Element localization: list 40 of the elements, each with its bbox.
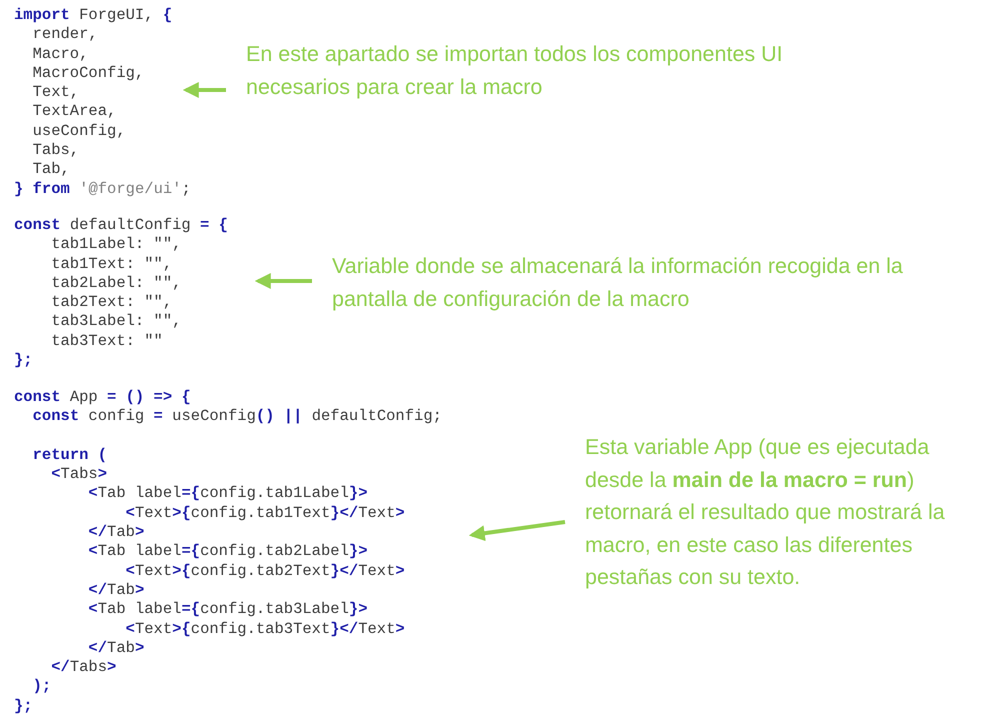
code-line: Tab, xyxy=(32,160,70,180)
code-line: <Tabs> xyxy=(50,465,108,484)
code-line: </Tab> xyxy=(87,638,144,658)
code-line: ); xyxy=(32,677,52,697)
code-line: const defaultConfig = { xyxy=(14,216,228,236)
code-line: Macro, xyxy=(32,44,88,64)
code-line: render, xyxy=(32,25,98,45)
code-line: </Tabs> xyxy=(50,658,116,678)
code-line: useConfig, xyxy=(32,122,126,142)
code-line: } from '@forge/ui'; xyxy=(14,180,191,199)
annotation-text: En este apartado se importan todos los componentes UI necesarios para crear la macro xyxy=(246,41,784,100)
code-line: tab1Label: "", xyxy=(50,235,182,255)
code-line: }; xyxy=(14,351,33,370)
code-line: Text, xyxy=(32,83,80,102)
code-line: <Tab label={config.tab3Label}> xyxy=(87,600,368,620)
code-line: tab2Text: "", xyxy=(50,293,172,312)
code-line: const App = () => { xyxy=(14,388,191,408)
code-line: <Tab label={config.tab2Label}> xyxy=(87,542,368,562)
code-line: tab3Label: "", xyxy=(50,312,182,332)
code-line: <Text>{config.tab3Text}</Text> xyxy=(124,620,405,639)
code-line: tab1Text: "", xyxy=(50,254,172,274)
annotation-text: Esta variable App (que es ejecutada desde la main de la macro = run) retornará el resultado que mostrará la macro, en este caso las diferentes pestañas con su texto. xyxy=(585,434,946,591)
code-line: TextArea, xyxy=(32,102,116,122)
code-line: <Text>{config.tab2Text}</Text> xyxy=(124,562,405,581)
code-line: const config = useConfig() || defaultConfig; xyxy=(32,407,442,427)
arrow xyxy=(254,273,312,289)
code-line: <Text>{config.tab1Text}</Text> xyxy=(124,504,405,524)
code-line: tab3Text: "" xyxy=(50,332,163,352)
code-line: tab2Label: "", xyxy=(50,274,182,294)
code-line: return ( xyxy=(32,446,108,466)
annotation-text: Variable donde se almacenará la información recogida en la pantalla de configuración de la macro xyxy=(332,253,904,312)
code-line: Tabs, xyxy=(32,141,80,160)
arrow xyxy=(468,520,566,542)
arrow xyxy=(182,82,226,98)
code-line: }; xyxy=(14,696,33,716)
code-line: import ForgeUI, { xyxy=(14,6,172,26)
code-line: </Tab> xyxy=(87,580,144,600)
code-line: </Tab> xyxy=(87,523,144,542)
code-line: <Tab label={config.tab1Label}> xyxy=(87,484,368,504)
code-line: MacroConfig, xyxy=(32,64,144,84)
